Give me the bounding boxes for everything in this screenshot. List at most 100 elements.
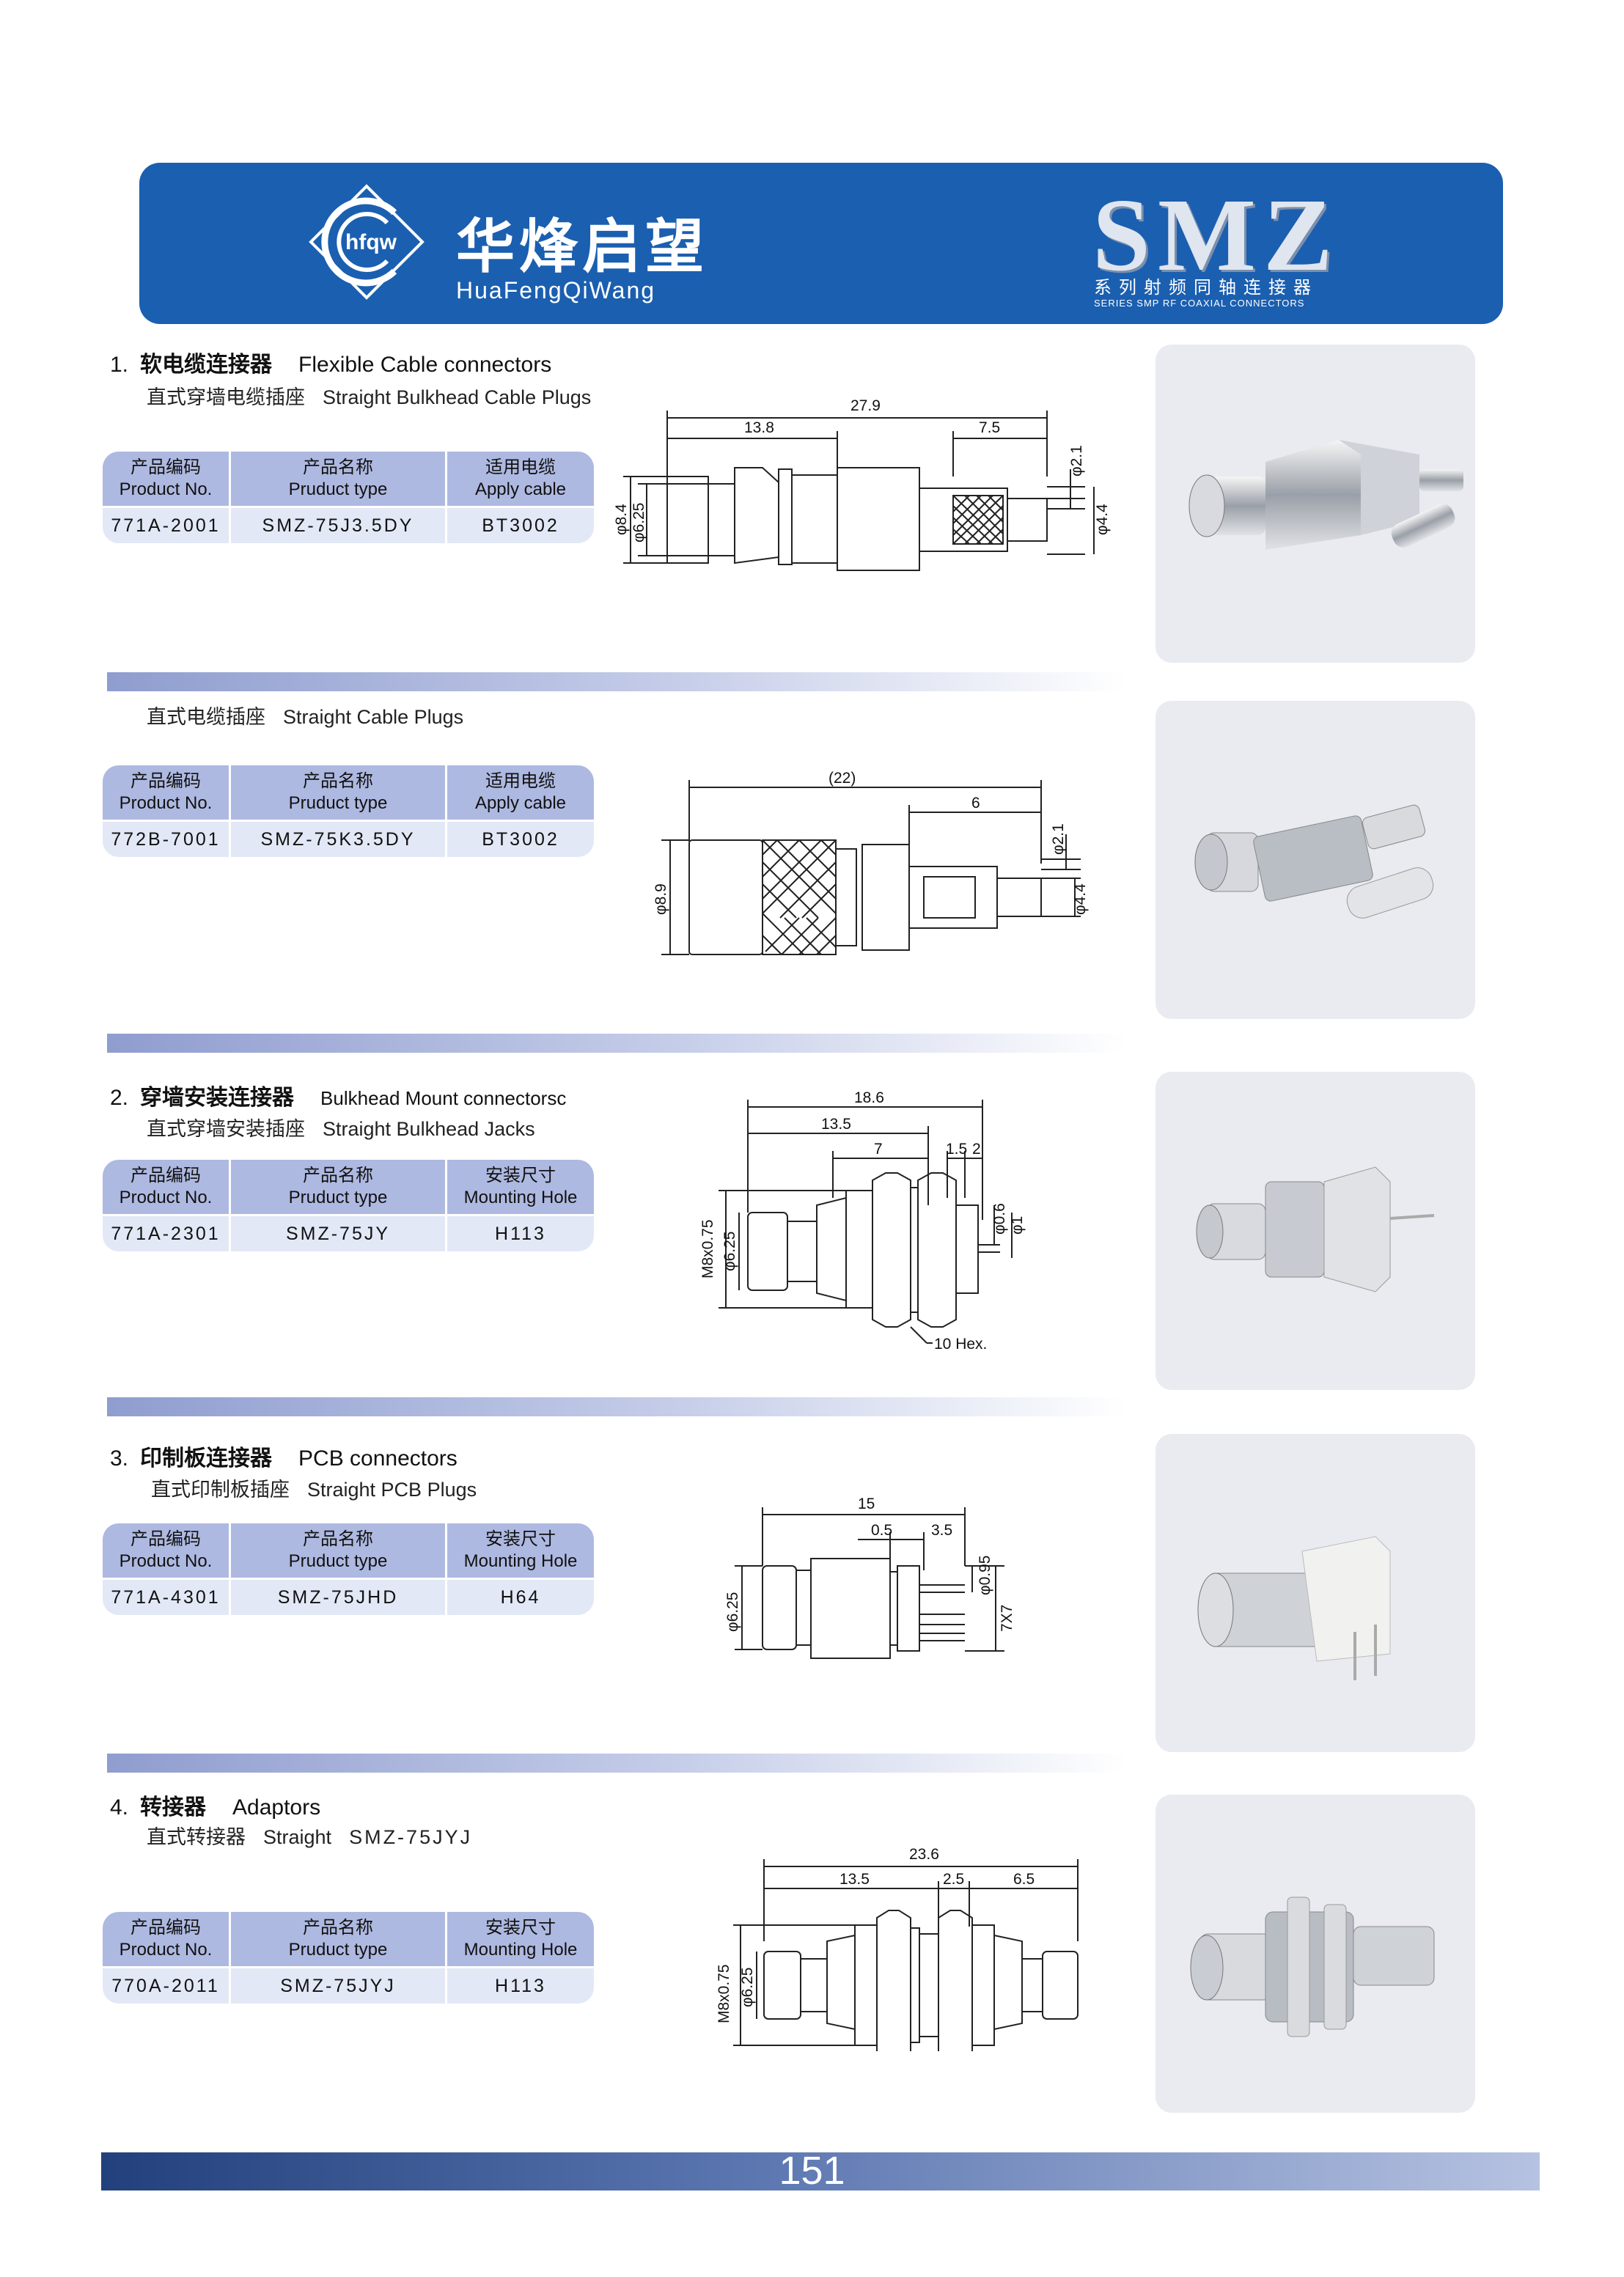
header-cn: 产品名称 bbox=[303, 1529, 373, 1549]
connector-photo bbox=[1197, 1536, 1391, 1680]
dim-label: φ6.25 bbox=[631, 503, 647, 543]
header-en: Pruduct type bbox=[288, 1551, 388, 1571]
dim-label: φ1 bbox=[1009, 1216, 1026, 1235]
dim-label: 6.5 bbox=[1013, 1871, 1035, 1888]
dim-label: 27.9 bbox=[850, 397, 881, 414]
cell-product-type: SMZ-75JHD bbox=[229, 1578, 445, 1615]
header-en: Mounting Hole bbox=[463, 1188, 578, 1207]
table-row: 771A-2001 SMZ-75J3.5DY BT3002 bbox=[103, 506, 594, 543]
table-row: 771A-2301 SMZ-75JY H113 bbox=[103, 1214, 594, 1251]
cell-product-type: SMZ-75K3.5DY bbox=[229, 820, 445, 857]
dim-label: (22) bbox=[828, 770, 856, 787]
series-subtitle-en: SERIES SMP RF COAXIAL CONNECTORS bbox=[1094, 298, 1305, 309]
header-cn: 适用电缆 bbox=[485, 771, 556, 791]
header-cn: 安装尺寸 bbox=[485, 1918, 556, 1938]
technical-drawing-771A-4301: 15 0.5 3.5 φ0.95 7X7 φ6.25 bbox=[724, 1496, 1015, 1659]
dim-label: M8x0.75 bbox=[699, 1219, 716, 1279]
dim-label: 0.5 bbox=[871, 1522, 892, 1539]
subsection-title-en: Straight Cable Plugs bbox=[283, 706, 464, 728]
header-cn: 产品名称 bbox=[303, 457, 373, 477]
dim-label: φ6.25 bbox=[724, 1592, 741, 1633]
dim-label: 13.5 bbox=[821, 1116, 851, 1133]
brand-name-cn: 华烽启望 bbox=[456, 213, 708, 281]
dim-label: 13.8 bbox=[744, 419, 774, 436]
dim-label: 6 bbox=[971, 795, 980, 812]
technical-drawing-771A-2301: 18.6 13.5 7 1.5 2 φ0.6 φ1 M8x0.75 φ6.25 … bbox=[699, 1089, 1026, 1353]
dim-label: φ2.1 bbox=[1050, 823, 1067, 855]
cell-mounting-hole: H113 bbox=[445, 1214, 594, 1251]
page-number: 151 bbox=[779, 2149, 845, 2193]
subsection-title-cn: 直式穿墙电缆插座 bbox=[147, 386, 305, 409]
technical-drawing-771A-2001: 27.9 13.8 7.5 φ2.1 φ4.4 φ8.4 φ6.25 bbox=[613, 397, 1111, 571]
subsection-title-cn: 直式电缆插座 bbox=[147, 706, 265, 729]
section-title-en: PCB connectors bbox=[298, 1446, 458, 1471]
series-subtitle-cn: 系列射频同轴连接器 bbox=[1094, 277, 1318, 298]
subsection-title-en: Straight Bulkhead Cable Plugs bbox=[323, 386, 592, 408]
connector-photo bbox=[1196, 1166, 1435, 1292]
header-en: Product No. bbox=[119, 479, 213, 499]
dim-label: 7X7 bbox=[999, 1605, 1015, 1632]
subsection-title-en: Straight PCB Plugs bbox=[307, 1479, 477, 1501]
subsection-model: SMZ-75JYJ bbox=[349, 1826, 473, 1848]
product-photo-770A-2011 bbox=[1155, 1795, 1475, 2113]
dim-label: 7.5 bbox=[979, 419, 1000, 436]
header-en: Mounting Hole bbox=[463, 1551, 578, 1571]
header-en: Product No. bbox=[119, 1551, 213, 1571]
cell-product-no: 771A-2301 bbox=[103, 1214, 229, 1251]
table-row: 770A-2011 SMZ-75JYJ H113 bbox=[103, 1966, 594, 2004]
subsection-title-cn: 直式转接器 bbox=[147, 1826, 246, 1849]
header-cn: 产品名称 bbox=[303, 771, 373, 791]
section-number: 4. bbox=[110, 1795, 129, 1820]
product-photo-771A-2301 bbox=[1155, 1072, 1475, 1390]
header-en: Apply cable bbox=[474, 793, 567, 813]
subsection-title: 直式电缆插座 Straight Cable Plugs bbox=[147, 701, 463, 729]
dim-label: φ0.6 bbox=[991, 1203, 1008, 1235]
brand-name-en: HuaFengQiWang bbox=[456, 277, 656, 304]
section-divider bbox=[107, 1754, 1126, 1773]
cell-product-no: 771A-2001 bbox=[103, 506, 229, 543]
subsection-title-cn: 直式穿墙安装插座 bbox=[147, 1118, 305, 1141]
header-cn: 产品名称 bbox=[303, 1918, 373, 1938]
subsection-title-en: Straight bbox=[263, 1826, 332, 1848]
dim-label: φ8.4 bbox=[613, 504, 630, 535]
section-divider bbox=[107, 1397, 1126, 1416]
company-logo: hfqw bbox=[309, 184, 425, 300]
cell-mounting-hole: H113 bbox=[445, 1966, 594, 2004]
header-en: Pruduct type bbox=[288, 1940, 388, 1960]
product-photo-771A-4301 bbox=[1155, 1434, 1475, 1752]
header-cn: 产品编码 bbox=[131, 1529, 201, 1549]
subsection-title: 直式转接器 Straight SMZ-75JYJ bbox=[147, 1821, 472, 1850]
dim-label: 2 bbox=[972, 1141, 981, 1158]
subsection-title: 直式穿墙安装插座 Straight Bulkhead Jacks bbox=[147, 1113, 535, 1141]
dim-label: φ2.1 bbox=[1068, 445, 1085, 477]
dim-label: 13.5 bbox=[839, 1871, 870, 1888]
section-number: 1. bbox=[110, 353, 129, 377]
cell-product-type: SMZ-75JY bbox=[229, 1214, 445, 1251]
dim-label: φ6.25 bbox=[739, 1968, 756, 2008]
dim-label: 10 Hex. bbox=[934, 1336, 987, 1353]
technical-drawing-770A-2011: 23.6 13.5 2.5 6.5 M8x0.75 φ6.25 bbox=[716, 1846, 1079, 2051]
header-en: Pruduct type bbox=[288, 793, 388, 813]
header-en: Product No. bbox=[119, 793, 213, 813]
dim-label: M8x0.75 bbox=[716, 1964, 732, 2023]
dim-label: 2.5 bbox=[943, 1871, 964, 1888]
subsection-title-en: Straight Bulkhead Jacks bbox=[323, 1118, 535, 1140]
cell-apply-cable: BT3002 bbox=[445, 506, 594, 543]
